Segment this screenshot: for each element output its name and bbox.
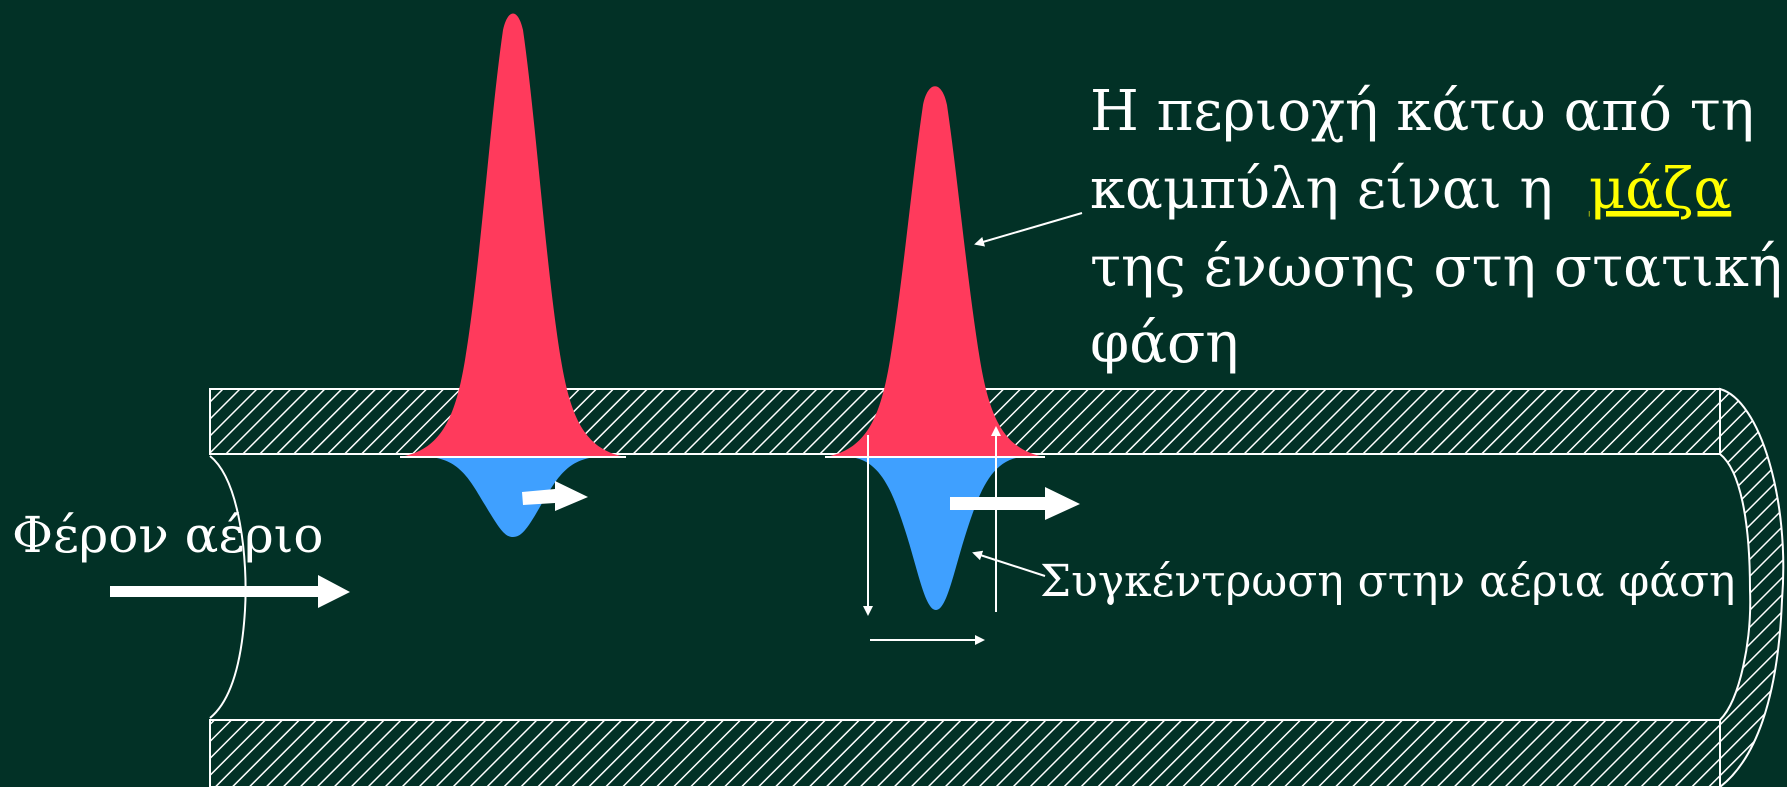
column-end-cap bbox=[1719, 387, 1785, 787]
carrier-gas-label: Φέρον αέριο bbox=[12, 506, 323, 564]
area-annotation-line-3: της ένωσης στη στατική bbox=[1090, 235, 1782, 300]
peak-1-stationary-phase bbox=[400, 13, 626, 457]
column-inlet-edge bbox=[209, 455, 247, 719]
area-annotation-line-1: Η περιοχή κάτω από τη bbox=[1090, 79, 1754, 144]
peak-2-gas-phase bbox=[850, 457, 1022, 610]
area-annotation: Η περιοχή κάτω από τη καμπύλη είναι η μά… bbox=[1090, 79, 1782, 376]
peak-2-flow-arrow bbox=[950, 487, 1080, 520]
peak-2 bbox=[825, 86, 1080, 645]
peak-2-stationary-phase bbox=[825, 86, 1045, 457]
concentration-pointer-line bbox=[972, 550, 1046, 577]
area-annotation-line-4: φάση bbox=[1090, 311, 1239, 376]
peak-1-flow-arrow bbox=[522, 481, 588, 511]
area-annotation-line-2-text: καμπύλη είναι η bbox=[1090, 157, 1571, 222]
peak-1-gas-phase bbox=[430, 457, 596, 537]
column-bottom-wall bbox=[209, 719, 1721, 787]
peak-1 bbox=[400, 13, 626, 537]
mass-link[interactable]: μάζα bbox=[1589, 157, 1731, 222]
mass-pointer-line bbox=[974, 212, 1083, 247]
carrier-gas-arrow bbox=[110, 575, 350, 608]
gas-phase-concentration-label: Συγκέντρωση στην αέρια φάση bbox=[1040, 556, 1735, 607]
area-annotation-line-2: καμπύλη είναι η μάζα bbox=[1090, 157, 1731, 222]
